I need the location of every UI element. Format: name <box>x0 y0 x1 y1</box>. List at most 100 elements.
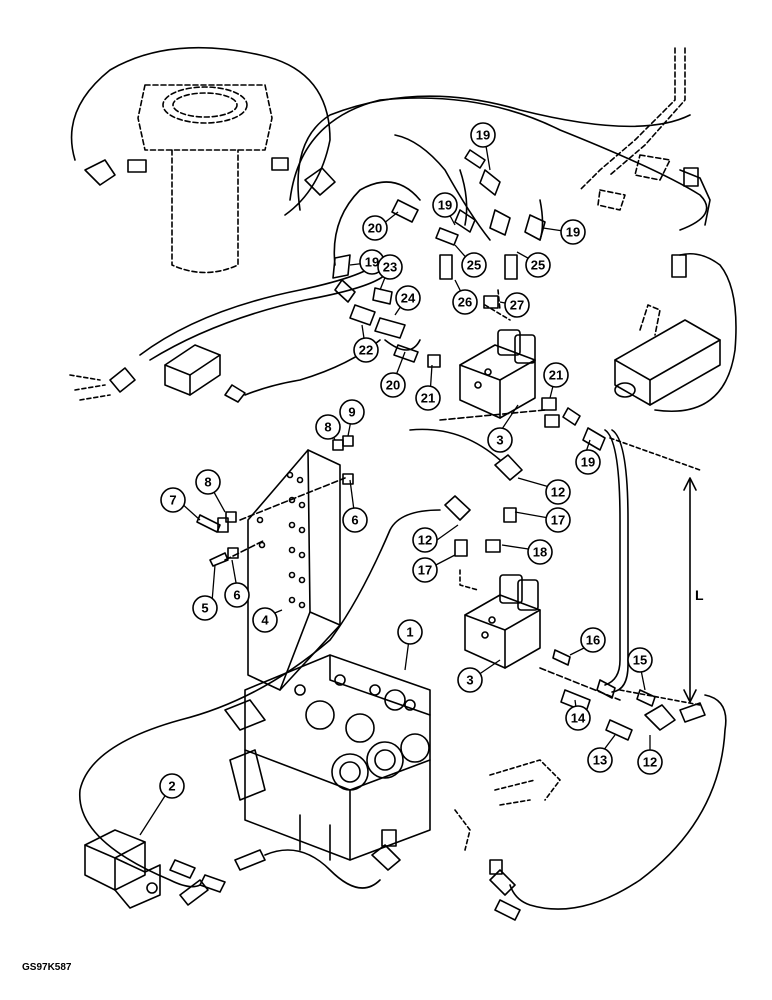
plug-18 <box>485 539 501 553</box>
callout-circle <box>362 215 388 241</box>
callout-c24: 24 <box>395 285 421 311</box>
callout-number: 27 <box>510 298 524 313</box>
fitting-left-2 <box>224 384 246 403</box>
callout-number: 15 <box>633 653 647 668</box>
callout-c25b: 25 <box>525 252 551 278</box>
fittings-upper-cluster <box>332 149 606 451</box>
callout-circle <box>565 705 591 731</box>
callout-number: 2 <box>168 779 175 794</box>
callout-number: 12 <box>418 533 432 548</box>
callout-c12a: 12 <box>545 479 571 505</box>
callout-circle <box>412 527 438 553</box>
hose-mid <box>384 339 421 351</box>
callout-c12b: 12 <box>412 527 438 553</box>
callout-c18: 18 <box>527 539 553 565</box>
callout-number: 17 <box>418 563 432 578</box>
callout-number: 23 <box>383 260 397 275</box>
callout-circle <box>504 292 530 318</box>
callout-circle <box>377 254 403 280</box>
callout-number: 3 <box>466 673 473 688</box>
callout-circle <box>380 372 406 398</box>
callout-number: 8 <box>324 420 331 435</box>
callout-number: 21 <box>549 368 563 383</box>
callout-number: 5 <box>201 601 208 616</box>
bolt-axis-upper <box>239 477 346 521</box>
callout-c20a: 20 <box>362 215 388 241</box>
callout-circle <box>195 469 221 495</box>
callout-circle <box>545 479 571 505</box>
callout-circle <box>627 647 653 673</box>
callout-number: 25 <box>467 258 481 273</box>
callout-circle <box>452 289 478 315</box>
callout-c4: 4 <box>252 607 278 633</box>
callout-c19c: 19 <box>560 219 586 245</box>
callout-c3b: 3 <box>457 667 483 693</box>
callout-number: 8 <box>204 475 211 490</box>
callout-circle <box>224 582 250 608</box>
callout-c27: 27 <box>504 292 530 318</box>
callout-circle <box>395 285 421 311</box>
callout-number: 19 <box>476 128 490 143</box>
washer-8 <box>225 511 237 523</box>
callout-circle <box>580 627 606 653</box>
callout-number: 12 <box>643 755 657 770</box>
callout-number: 4 <box>261 613 269 628</box>
callout-number: 19 <box>438 198 452 213</box>
callout-c19b: 19 <box>432 192 458 218</box>
callout-circle <box>412 557 438 583</box>
left-small-block <box>164 344 221 396</box>
callout-circle <box>160 487 186 513</box>
dimension-L <box>609 437 701 706</box>
hose-upper-right <box>297 95 691 211</box>
callout-c17a: 17 <box>545 507 571 533</box>
control-valve <box>224 654 431 861</box>
fitting-right-top <box>683 167 699 187</box>
callout-number: 19 <box>365 255 379 270</box>
mounting-plate <box>247 449 341 691</box>
callout-circle <box>159 773 185 799</box>
callout-c6b: 6 <box>342 507 368 533</box>
callout-number: 21 <box>421 391 435 406</box>
fittings-lower-left <box>169 849 266 906</box>
washer-8-upper <box>332 439 344 451</box>
callout-number: 19 <box>566 225 580 240</box>
callout-circle <box>587 747 613 773</box>
callout-c17b: 17 <box>412 557 438 583</box>
callout-circle <box>315 414 341 440</box>
hose-fitting-19 <box>333 181 421 266</box>
callout-circle <box>560 219 586 245</box>
callout-c23: 23 <box>377 254 403 280</box>
hose-lower-right <box>509 694 727 910</box>
fitting-12-mid <box>494 454 523 481</box>
fitting-right-cyl <box>671 254 687 278</box>
callout-number: 12 <box>551 485 565 500</box>
callout-c6a: 6 <box>224 582 250 608</box>
callout-circle <box>575 449 601 475</box>
callout-c7: 7 <box>160 487 186 513</box>
hydraulic-cylinder <box>137 84 273 274</box>
hose-to-12 <box>409 428 501 461</box>
callout-circle <box>342 507 368 533</box>
callout-circle <box>415 385 441 411</box>
callout-c8a: 8 <box>195 469 221 495</box>
bolt-5 <box>209 552 229 567</box>
fitting-left <box>109 367 136 393</box>
callout-c9: 9 <box>339 399 365 425</box>
callout-c15: 15 <box>627 647 653 673</box>
callout-number: 19 <box>581 455 595 470</box>
callout-circle <box>252 607 278 633</box>
callout-number: 3 <box>496 433 503 448</box>
callout-c25a: 25 <box>461 252 487 278</box>
callout-circle <box>339 399 365 425</box>
fittings-lower-bottom <box>489 859 521 921</box>
axis-lower-valve <box>459 569 479 591</box>
nut-6-upper <box>342 473 354 485</box>
callout-c19e: 19 <box>575 449 601 475</box>
hose-upper-outer <box>70 46 331 216</box>
hose-right-cylinder <box>654 252 737 412</box>
axis-lower-right <box>539 667 621 701</box>
callout-c3a: 3 <box>487 427 513 453</box>
hose-dashed-mid <box>484 289 511 321</box>
frame-left-dashed <box>69 374 111 401</box>
callout-number: 1 <box>406 625 413 640</box>
